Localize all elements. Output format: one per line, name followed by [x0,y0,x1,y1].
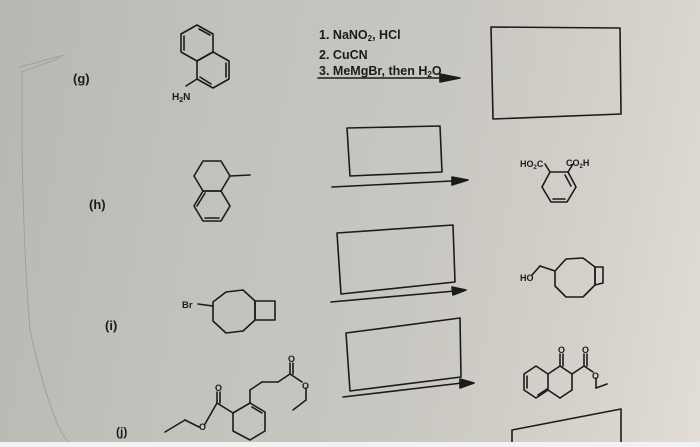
problem-label-h: (h) [89,197,106,212]
reagent-step-3: 3. MeMgBr, then H2O [319,64,442,79]
answer-box-j [345,317,462,392]
atom-label-o: O [302,381,309,391]
atom-label-o: O [199,422,206,432]
answer-box-next [511,408,622,447]
problem-label-i: (i) [105,318,118,333]
answer-box-i [336,224,456,295]
bottom-strip [0,442,700,447]
reagent-step-2: 2. CuCN [319,48,368,62]
atom-label-br: Br [182,300,193,311]
structure-diester [164,362,307,441]
atom-label-o: O [215,383,222,393]
structure-ketoester-tetralone [523,353,608,399]
answer-box-g [490,26,622,120]
problem-label-j: (j) [116,425,128,439]
structure-methyltetralin [193,160,251,222]
structure-bicyclodecyl-methanol [531,257,604,298]
reagent-step-1: 1. NaNO2, HCl [319,28,401,43]
atom-label-ho: HO [520,273,534,283]
atom-label-ho2c: HO2C [520,159,544,171]
problem-label-g: (g) [73,71,90,86]
atom-label-o: O [592,371,599,381]
reagent-list-g: 1. NaNO2, HCl 2. CuCN 3. MeMgBr, then H2… [319,27,442,83]
structure-naphthylamine [180,24,230,89]
answer-box-h [346,125,443,177]
atom-label-h2n: H2N [172,92,190,104]
structure-phthalic-acid [541,163,577,203]
atom-label-o: O [558,345,565,355]
atom-label-o: O [288,354,295,364]
structure-bromo-bicyclodecane [197,289,276,334]
atom-label-co2h: CO2H [566,158,589,170]
atom-label-o: O [582,345,589,355]
